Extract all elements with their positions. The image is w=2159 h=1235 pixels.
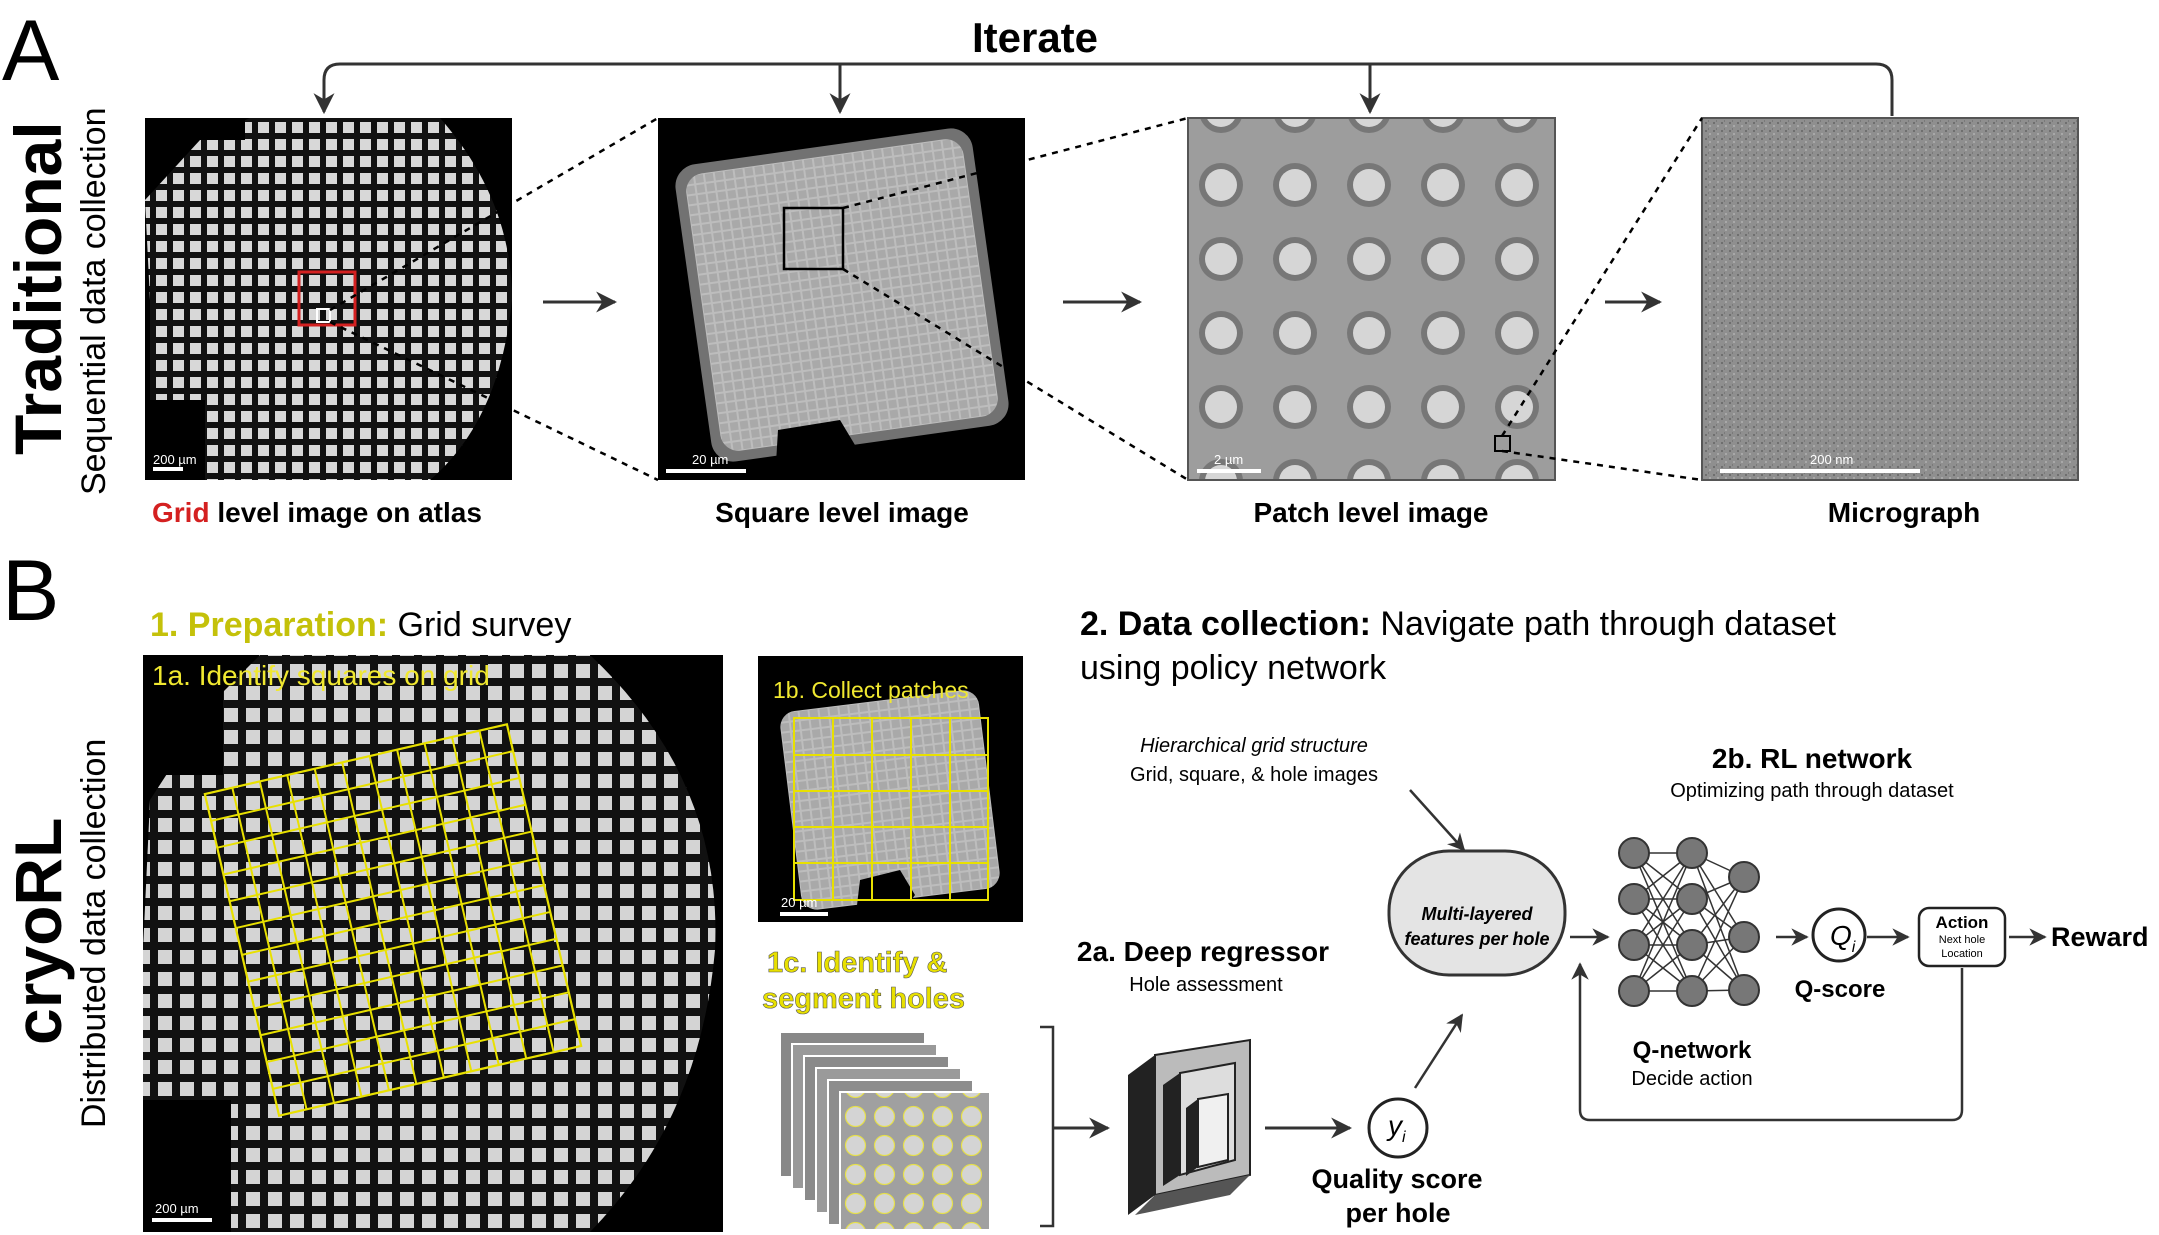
q-symbol-sub: i: [1852, 939, 1856, 956]
cryorl-subtitle: Distributed data collection: [75, 739, 113, 1128]
grid-scalebar-label: 200 µm: [153, 452, 197, 467]
step-1c-label-line2: segment holes: [762, 983, 965, 1015]
q-network-node: [1619, 976, 1649, 1006]
patch-scalebar-label: 2 µm: [1214, 452, 1243, 467]
quality-label-line2: per hole: [1345, 1198, 1450, 1228]
q-symbol-main: Q: [1830, 920, 1852, 951]
collection-heading: 2. Data collection: Navigate path throug…: [1080, 605, 1837, 643]
q-network-diagram: [1619, 838, 1759, 1006]
grid-caption: Grid level image on atlas: [152, 497, 482, 528]
micrograph-scalebar-label: 200 nm: [1810, 452, 1853, 467]
q-score-label: Q-score: [1795, 976, 1886, 1003]
segmented-holes-stack: [780, 1032, 990, 1230]
cryorl-title: cryoRL: [1, 818, 75, 1045]
action-title: Action: [1936, 913, 1989, 932]
q-score-node: Qi: [1813, 909, 1865, 961]
square-caption: Square level image: [715, 497, 969, 528]
panel-b-letter: B: [2, 543, 59, 639]
rl-network-subtitle: Optimizing path through dataset: [1670, 780, 1954, 802]
features-node: Multi-layered features per hole: [1389, 851, 1565, 975]
step-1b-label: 1b. Collect patches: [773, 677, 969, 703]
grid-caption-rest: level image on atlas: [210, 497, 482, 528]
iterate-label: Iterate: [972, 14, 1098, 61]
hierarchical-subtitle: Grid, square, & hole images: [1130, 764, 1378, 786]
micrograph-caption: Micrograph: [1828, 497, 1980, 528]
rl-network-title: 2b. RL network: [1712, 743, 1913, 774]
regressor-icon: [1128, 1040, 1250, 1215]
q-network-node: [1729, 862, 1759, 892]
preparation-heading-rest: Grid survey: [388, 606, 571, 644]
micrograph-image: 200 nm: [1702, 118, 2078, 480]
grid-caption-word: Grid: [152, 497, 210, 528]
regressor-subtitle: Hole assessment: [1129, 974, 1283, 996]
q-network-node: [1677, 976, 1707, 1006]
q-network-node: [1677, 838, 1707, 868]
action-line3: Location: [1941, 948, 1983, 960]
hierarchy-to-features-arrow: [1410, 790, 1464, 850]
collection-heading-line2: using policy network: [1080, 649, 1387, 687]
action-line2: Next hole: [1939, 934, 1985, 946]
q-network-node: [1619, 930, 1649, 960]
grid-survey-image: 200 µm 1a. Identify squares on grid: [143, 655, 723, 1232]
patch-caption: Patch level image: [1253, 497, 1488, 528]
quality-symbol-sub: i: [1402, 1129, 1406, 1146]
patch-level-image: 2 µm: [1188, 118, 1555, 480]
panel-a-letter: A: [2, 3, 60, 99]
preparation-heading: 1. Preparation: Grid survey: [150, 606, 571, 644]
collect-patches-stack: 20 µm 1b. Collect patches: [758, 656, 1023, 922]
regressor-title: 2a. Deep regressor: [1077, 936, 1329, 967]
grid-atlas-image: 200 µm: [145, 118, 512, 480]
grid-survey-scalebar-label: 200 µm: [155, 1201, 199, 1216]
quality-to-features-arrow: [1415, 1015, 1462, 1088]
q-network-node: [1729, 975, 1759, 1005]
q-network-node: [1677, 930, 1707, 960]
action-node: Action Next hole Location: [1919, 908, 2005, 966]
hole-stack-bracket: [1040, 1027, 1053, 1226]
square-scalebar-label: 20 µm: [692, 452, 728, 467]
collection-heading-bold: 2. Data collection:: [1080, 605, 1371, 643]
q-network-node: [1677, 884, 1707, 914]
preparation-heading-bold: 1. Preparation:: [150, 606, 388, 644]
step-1a-label: 1a. Identify squares on grid: [152, 660, 490, 691]
features-line2: features per hole: [1404, 929, 1549, 949]
q-network-node: [1619, 884, 1649, 914]
quality-score-node: yi: [1369, 1099, 1427, 1157]
q-network-title: Q-network: [1633, 1037, 1752, 1064]
iterate-loop: [324, 64, 1892, 116]
step-1c-label-line1: 1c. Identify &: [767, 947, 948, 979]
quality-label-line1: Quality score: [1311, 1164, 1482, 1194]
traditional-title: Traditional: [1, 121, 75, 455]
q-network-node: [1729, 922, 1759, 952]
q-network-node: [1619, 838, 1649, 868]
features-line1: Multi-layered: [1421, 904, 1533, 924]
patches-scalebar-label: 20 µm: [781, 895, 817, 910]
reward-label: Reward: [2051, 922, 2149, 952]
q-network-subtitle: Decide action: [1631, 1068, 1752, 1090]
traditional-subtitle: Sequential data collection: [75, 108, 113, 496]
hierarchical-title: Hierarchical grid structure: [1140, 735, 1368, 757]
square-level-image: 20 µm: [658, 118, 1025, 480]
collection-heading-rest: Navigate path through dataset: [1371, 605, 1837, 643]
